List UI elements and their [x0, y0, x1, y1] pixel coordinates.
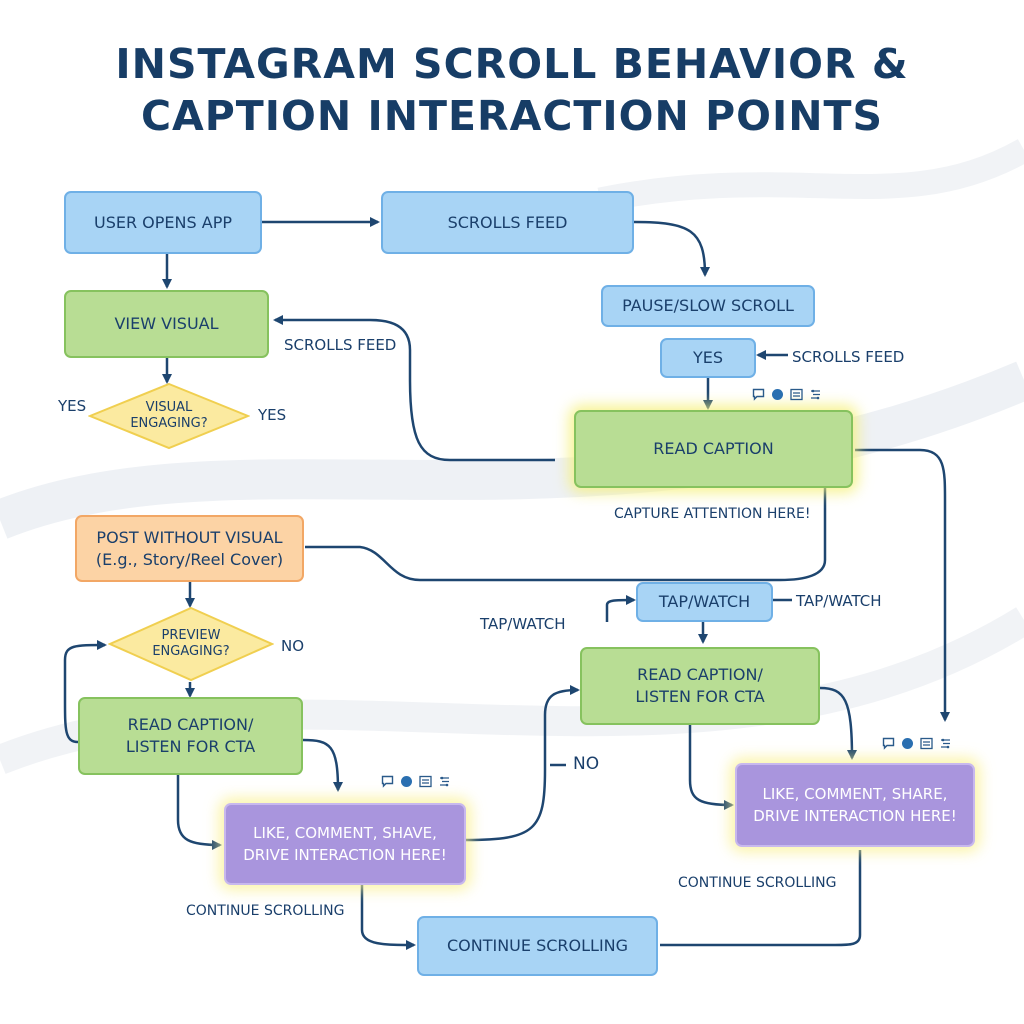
like-comment-left-line2: DRIVE INTERACTION HERE!	[243, 846, 447, 864]
scrolls-feed-left-label: SCROLLS FEED	[284, 336, 397, 354]
tap-watch-left-label: TAP/WATCH	[480, 615, 566, 633]
tap-watch-right-label: TAP/WATCH	[796, 592, 882, 610]
arrow-readright-down-to-purple	[688, 725, 734, 810]
read-caption-label: READ CAPTION	[653, 439, 774, 458]
yes-node: YES	[660, 338, 756, 378]
yes-right-label: YES	[258, 406, 287, 424]
visual-engaging-line2: ENGAGING?	[130, 416, 208, 431]
scrolls-feed-right-label: SCROLLS FEED	[792, 348, 905, 366]
continue-scrolling-node: CONTINUE SCROLLING	[417, 916, 658, 976]
arrow-readleft-loop	[63, 640, 107, 744]
icon-row-like-right	[882, 735, 952, 750]
read-caption-cta-right-line1: READ CAPTION/	[637, 665, 763, 684]
filter-icon	[809, 386, 822, 400]
arrow-readleft-down-to-like	[176, 775, 222, 850]
dot-icon	[400, 773, 413, 787]
post-without-visual-node: POST WITHOUT VISUAL(E.g., Story/Reel Cov…	[75, 515, 304, 582]
arrow-like-to-readright	[465, 685, 580, 842]
post-without-visual-line1: POST WITHOUT VISUAL	[96, 527, 283, 547]
caption-icon	[790, 386, 803, 401]
continue-scrolling-label: CONTINUE SCROLLING	[446, 936, 629, 955]
like-comment-right-node: LIKE, COMMENT, SHARE, DRIVE INTERACTION H…	[735, 763, 975, 847]
preview-engaging-line1: PREVIEW	[161, 628, 221, 643]
comment-icon	[752, 386, 765, 401]
filter-icon	[939, 735, 952, 749]
read-caption-cta-left-line2: LISTEN FOR CTA	[125, 737, 256, 756]
arrow-taplabel-to-tap	[605, 595, 636, 622]
page-title: INSTAGRAM SCROLL BEHAVIOR & CAPTION INTE…	[0, 38, 1024, 142]
comment-icon	[381, 773, 394, 788]
read-caption-cta-left-node: READ CAPTION/LISTEN FOR CTA	[78, 697, 303, 775]
pause-slow-scroll-node: PAUSE/SLOW SCROLL	[601, 285, 815, 327]
title-line-2: CAPTION INTERACTION POINTS	[140, 92, 884, 140]
dot-icon	[901, 735, 914, 749]
user-opens-app-node: USER OPENS APP	[64, 191, 262, 254]
visual-engaging-line1: VISUAL	[145, 400, 193, 415]
read-caption-node: READ CAPTION	[574, 410, 853, 488]
like-comment-left-node: LIKE, COMMENT, SHAVE, DRIVE INTERACTION H…	[224, 803, 466, 885]
view-visual-label: VIEW VISUAL	[114, 314, 219, 333]
scrolls-feed-node: SCROLLS FEED	[381, 191, 634, 254]
line-read-to-post	[305, 488, 827, 582]
arrow-scrolls-to-pause	[633, 220, 710, 277]
comment-icon	[882, 735, 895, 750]
continue-scrolling-left-label: CONTINUE SCROLLING	[186, 903, 345, 919]
read-caption-cta-right-node: READ CAPTION/LISTEN FOR CTA	[580, 647, 820, 725]
read-caption-cta-left-line1: READ CAPTION/	[127, 715, 254, 734]
tap-watch-label: TAP/WATCH	[658, 592, 751, 611]
preview-engaging-line2: ENGAGING?	[152, 644, 230, 659]
icon-row-like-left	[381, 773, 451, 788]
no-preview-label: NO	[281, 637, 305, 655]
pause-slow-scroll-label: PAUSE/SLOW SCROLL	[622, 296, 794, 315]
yes-node-label: YES	[692, 348, 724, 367]
read-caption-cta-right-line2: LISTEN FOR CTA	[635, 687, 765, 706]
scrolls-feed-label: SCROLLS FEED	[447, 212, 568, 232]
visual-engaging-diamond	[88, 382, 250, 450]
arrow-read-right-to-purple	[855, 448, 950, 722]
caption-icon	[920, 735, 933, 750]
line-purple-right-to-continue	[660, 850, 862, 947]
preview-engaging-diamond	[108, 606, 274, 682]
user-opens-app-label: USER OPENS APP	[94, 212, 232, 232]
arrow-scrollsfeed-to-view	[273, 315, 555, 462]
view-visual-node: VIEW VISUAL	[64, 290, 269, 358]
arrow-readright-to-purple	[819, 686, 857, 760]
tap-watch-node: TAP/WATCH	[636, 582, 773, 622]
like-comment-right-line2: DRIVE INTERACTION HERE!	[753, 807, 957, 825]
yes-left-label: YES	[58, 397, 87, 415]
icon-row-read-caption	[752, 386, 822, 401]
like-comment-left-line1: LIKE, COMMENT, SHAVE,	[253, 824, 437, 842]
no-mid-label: NO	[573, 754, 600, 774]
caption-icon	[419, 773, 432, 788]
post-without-visual-line2: (E.g., Story/Reel Cover)	[95, 549, 284, 569]
arrow-like-to-continue	[360, 885, 416, 950]
continue-scrolling-right-label: CONTINUE SCROLLING	[678, 875, 837, 891]
title-line-1: INSTAGRAM SCROLL BEHAVIOR &	[115, 40, 909, 88]
capture-attention-label: CAPTURE ATTENTION HERE!	[614, 506, 811, 522]
filter-icon	[438, 773, 451, 787]
arrow-readleft-to-like	[302, 738, 343, 792]
dot-icon	[771, 386, 784, 400]
like-comment-right-line1: LIKE, COMMENT, SHARE,	[762, 785, 948, 803]
